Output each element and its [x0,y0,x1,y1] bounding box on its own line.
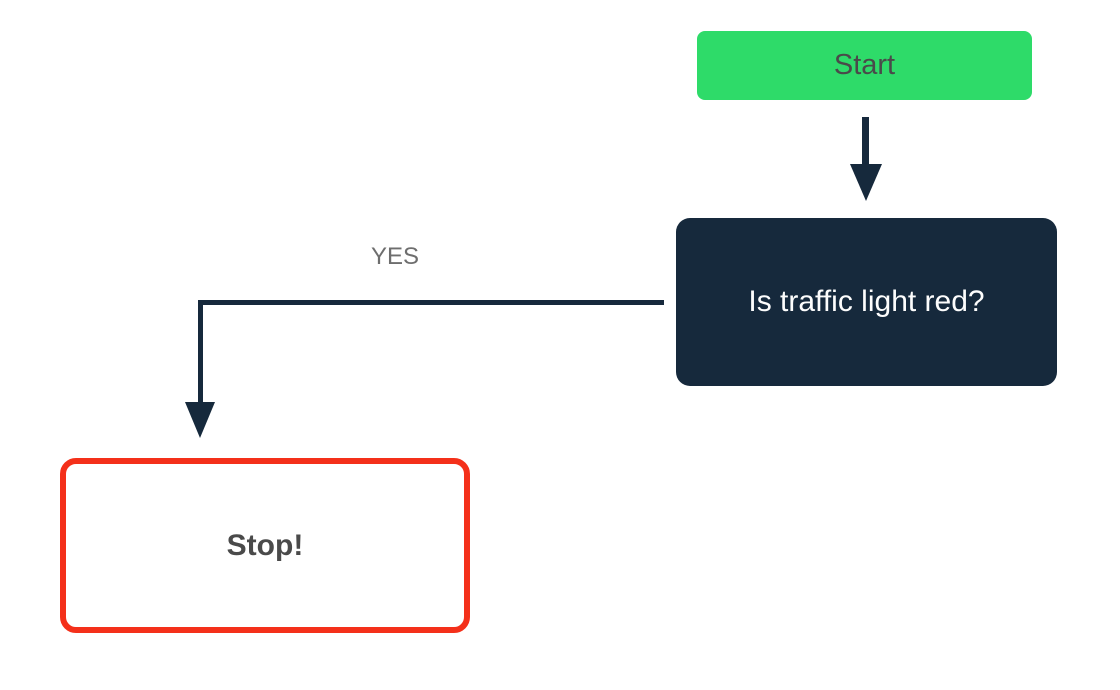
node-stop: Stop! [60,458,470,633]
arrow-down-icon [850,164,882,201]
node-decision: Is traffic light red? [676,218,1057,386]
edge-decision-to-stop-horizontal-line [198,300,664,305]
edge-start-to-decision-line [862,117,869,165]
edge-label-yes: YES [370,243,420,270]
node-start: Start [697,31,1032,100]
node-decision-label: Is traffic light red? [748,285,985,318]
arrow-down-icon [185,402,215,438]
node-stop-label: Stop! [226,528,304,562]
node-start-label: Start [833,49,896,81]
edge-decision-to-stop-vertical-line [198,300,203,403]
